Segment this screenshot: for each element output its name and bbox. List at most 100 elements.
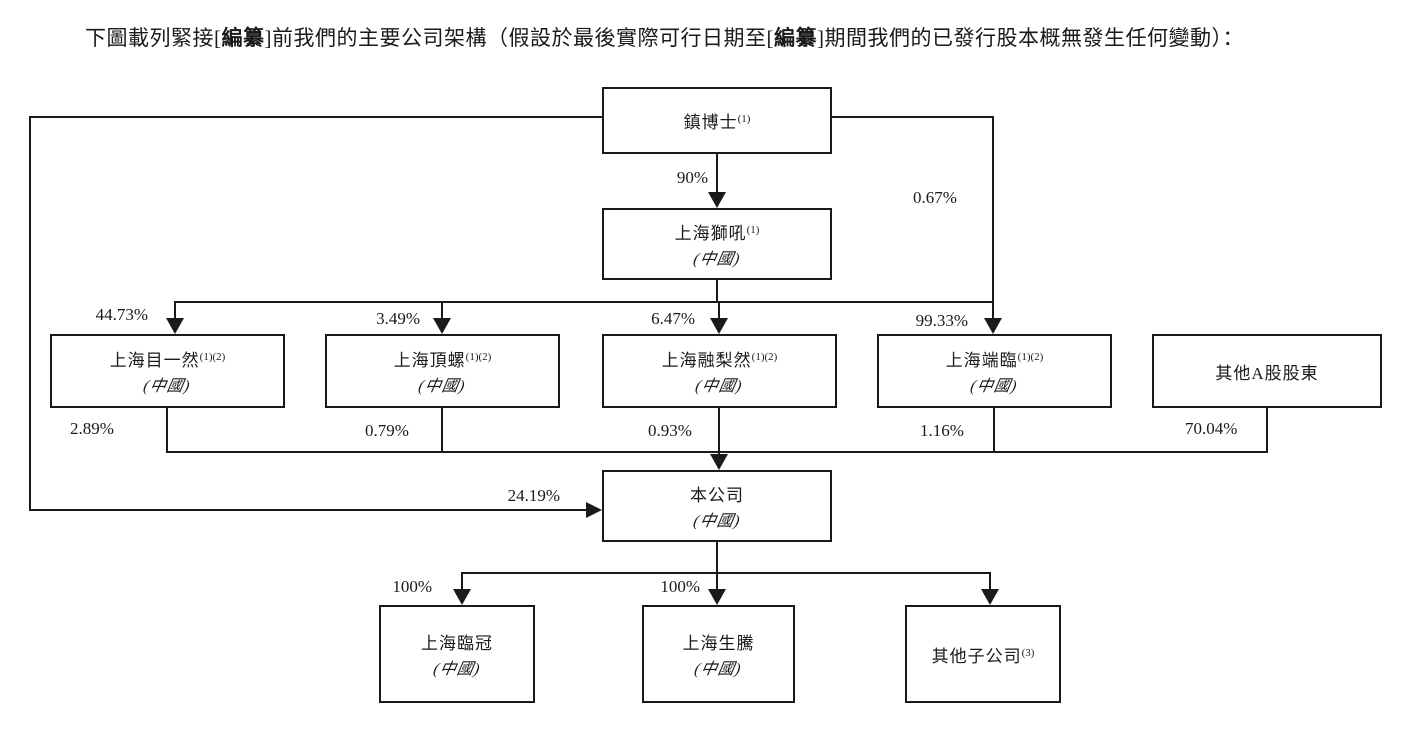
pct-rongliran-to-company: 0.93% [648, 421, 692, 440]
node-other-a-shareholders: 其他A股股東 [1152, 334, 1382, 408]
node-the-company: 本公司 (中國) [602, 470, 832, 542]
pct-company-to-shengteng: 100% [660, 577, 700, 596]
node-label: 上海獅吼(1) [675, 219, 760, 244]
diagram-caption: 下圖載列緊接[編纂]前我們的主要公司架構（假設於最後實際可行日期至[編纂]期間我… [85, 22, 1244, 52]
connector-drop-shengteng [716, 572, 718, 589]
jurisdiction-label: (中國) [691, 513, 742, 530]
connector-drop-linguan [461, 572, 463, 589]
company-name: 上海生騰 [682, 634, 755, 653]
node-shanghai-rongliran: 上海融梨然(1)(2) (中國) [602, 334, 837, 408]
company-name: 上海融梨然 [661, 351, 752, 370]
pct-shihou-to-dingluo: 3.49% [376, 309, 420, 328]
pct-duanlin-to-company: 1.16% [920, 421, 964, 440]
connector-othera-stub [1266, 408, 1268, 452]
node-label: 上海臨冠 [421, 629, 493, 654]
node-other-subsidiaries: 其他子公司(3) [905, 605, 1061, 703]
node-label: 上海融梨然(1)(2) [662, 346, 778, 371]
company-name: 上海臨冠 [421, 634, 493, 653]
node-label: 其他A股股東 [1215, 359, 1318, 384]
caption-text: ]期間我們的已發行股本概無發生任何變動）： [816, 26, 1244, 50]
pct-shihou-to-duanlin: 99.33% [915, 311, 968, 330]
node-label: 其他子公司(3) [932, 642, 1035, 667]
arrowhead-down-icon [453, 589, 471, 605]
connector-zhen-right-vertical [992, 116, 994, 318]
footnote-marker: (1)(2) [751, 351, 778, 363]
footnote-marker: (3) [1021, 646, 1035, 659]
company-name: 本公司 [690, 486, 744, 505]
connector-duanlin-stub [993, 408, 995, 452]
connector-company-stub [716, 542, 718, 573]
connector-zhen-left [30, 116, 602, 118]
node-dr-zhen: 鎮博士(1) [602, 87, 832, 154]
connector-drop-rongliran [718, 301, 720, 318]
connector-dingluo-stub [441, 408, 443, 452]
caption-redacted-term: 編纂 [773, 26, 817, 50]
arrowhead-down-icon [433, 318, 451, 334]
company-name: 上海目一然 [109, 351, 200, 370]
connector-drop-dingluo [441, 301, 443, 318]
company-name: 上海端臨 [945, 351, 1018, 370]
pct-muyiran-to-company: 2.89% [70, 419, 114, 438]
node-shanghai-muyiran: 上海目一然(1)(2) (中國) [50, 334, 285, 408]
jurisdiction-label: (中國) [142, 378, 192, 395]
connector-shihou-distribution [174, 301, 994, 303]
connector-zhen-right [832, 116, 993, 118]
arrowhead-down-icon [708, 589, 726, 605]
arrowhead-down-icon [710, 318, 728, 334]
node-shanghai-shengteng: 上海生騰 (中國) [642, 605, 795, 703]
jurisdiction-label: (中國) [969, 378, 1019, 395]
caption-text: ]前我們的主要公司架構（假設於最後實際可行日期至[ [264, 26, 774, 50]
node-label: 上海生騰 [683, 629, 755, 654]
pct-company-to-linguan: 100% [392, 577, 432, 596]
connector-drop-muyiran [174, 301, 176, 318]
node-label: 上海頂螺(1)(2) [394, 346, 492, 371]
company-name: 上海頂螺 [393, 351, 466, 370]
caption-redacted-term: 編纂 [221, 26, 265, 50]
pct-othera-to-company: 70.04% [1185, 419, 1238, 438]
caption-text: 下圖載列緊接[ [85, 26, 222, 50]
node-shanghai-dingluo: 上海頂螺(1)(2) (中國) [325, 334, 560, 408]
node-label: 上海目一然(1)(2) [110, 346, 226, 371]
arrowhead-down-icon [981, 589, 999, 605]
connector-zhen-to-shihou [716, 154, 718, 192]
connector-drop-othersubs [989, 572, 991, 589]
connector-company-distribution [461, 572, 991, 574]
jurisdiction-label: (中國) [693, 661, 743, 678]
node-label: 鎮博士(1) [684, 108, 751, 133]
arrowhead-down-icon [984, 318, 1002, 334]
node-label: 本公司 [690, 481, 744, 506]
node-shanghai-shihou: 上海獅吼(1) (中國) [602, 208, 832, 280]
connector-rongliran-stub [718, 408, 720, 454]
node-label: 上海端臨(1)(2) [946, 346, 1044, 371]
arrowhead-right-icon [586, 502, 602, 518]
pct-zhen-to-duanlin: 0.67% [913, 188, 957, 207]
arrowhead-down-icon [708, 192, 726, 208]
connector-zhen-left-vertical [29, 116, 31, 511]
arrowhead-down-icon [710, 454, 728, 470]
company-name: 上海獅吼 [674, 224, 747, 243]
company-name: 鎮博士 [683, 113, 738, 132]
pct-zhen-to-company: 24.19% [507, 486, 560, 505]
footnote-marker: (1)(2) [199, 351, 226, 363]
jurisdiction-label: (中國) [417, 378, 467, 395]
footnote-marker: (1) [737, 113, 751, 125]
footnote-marker: (1)(2) [465, 351, 492, 363]
pct-zhen-to-shihou: 90% [676, 168, 708, 187]
connector-collect-line [166, 451, 1268, 453]
arrowhead-down-icon [166, 318, 184, 334]
footnote-marker: (1)(2) [1017, 351, 1044, 363]
pct-dingluo-to-company: 0.79% [365, 421, 409, 440]
jurisdiction-label: (中國) [431, 661, 482, 678]
node-shanghai-duanlin: 上海端臨(1)(2) (中國) [877, 334, 1112, 408]
company-name: 其他子公司 [931, 646, 1022, 666]
node-shanghai-linguan: 上海臨冠 (中國) [379, 605, 535, 703]
connector-muyiran-stub [166, 408, 168, 452]
jurisdiction-label: (中國) [694, 378, 744, 395]
jurisdiction-label: (中國) [691, 251, 742, 268]
footnote-marker: (1) [746, 224, 760, 236]
connector-shihou-stub [716, 280, 718, 302]
company-name: 其他A股股東 [1215, 363, 1319, 383]
pct-shihou-to-muyiran: 44.73% [95, 305, 148, 324]
pct-shihou-to-rongliran: 6.47% [651, 309, 695, 328]
